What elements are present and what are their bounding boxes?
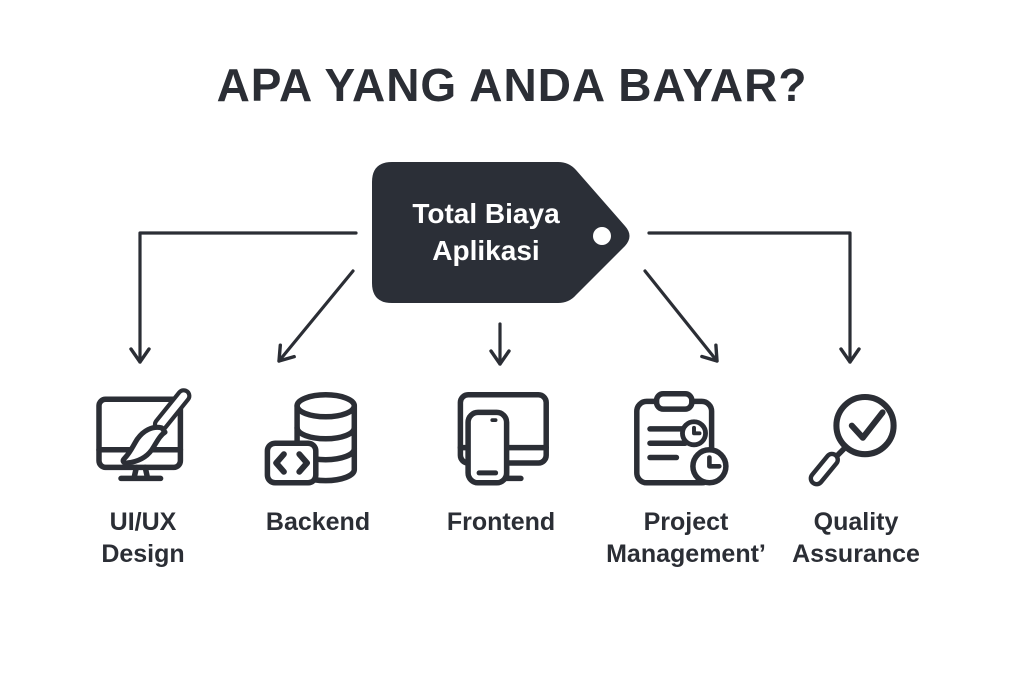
monitor-phone-icon (457, 392, 549, 486)
arrow-to-project-management (643, 269, 719, 363)
database-code-icon (264, 392, 358, 486)
page-title: APA YANG ANDA BAYAR? (216, 59, 808, 111)
item-label-project-management: Project Management’ (606, 508, 766, 568)
arrow-to-backend (277, 269, 355, 363)
price-tag-icon (372, 162, 630, 303)
price-tag-body (372, 162, 630, 303)
clipboard-clock-icon (634, 390, 729, 486)
item-label-backend: Backend (265, 508, 371, 536)
item-label-uiux-design: UI/UX Design (101, 508, 185, 568)
item-label-quality-assurance: Quality Assurance (792, 508, 920, 568)
arrow-to-uiux (129, 231, 358, 364)
price-tag-hole (593, 227, 611, 245)
magnifier-check-icon (808, 393, 897, 487)
arrow-to-quality-assurance (647, 231, 861, 364)
monitor-paintbrush-icon (96, 388, 192, 482)
item-label-frontend: Frontend (446, 508, 556, 536)
tag-label: Total Biaya Aplikasi (412, 198, 560, 266)
